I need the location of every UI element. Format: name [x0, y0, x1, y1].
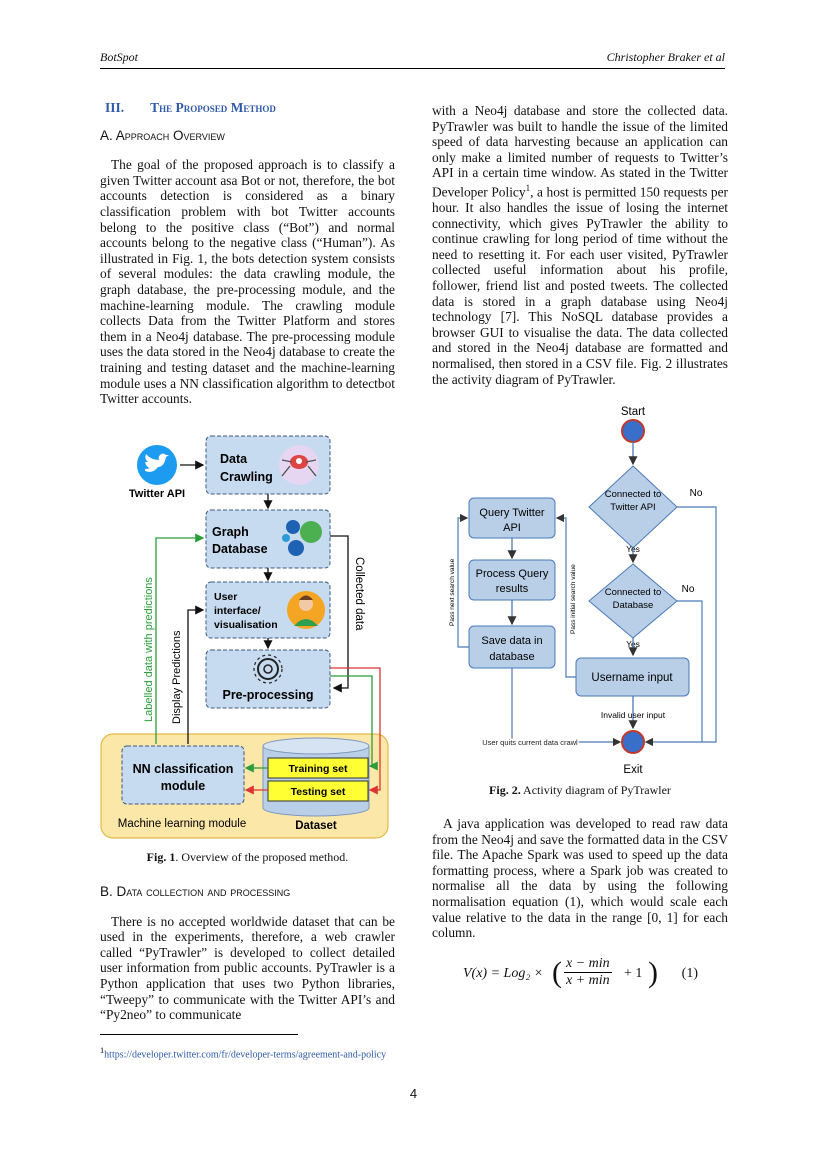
arrow-no-1 — [644, 506, 717, 747]
save-label-2: database — [489, 651, 534, 663]
figure-2-caption-label: Fig. 2. — [489, 783, 521, 797]
graph-database-label-2: Database — [212, 542, 268, 556]
nn-label-1: NN classification — [133, 762, 234, 776]
header-right: Christopher Braker et al — [606, 50, 725, 64]
footnote-rule — [100, 1034, 298, 1035]
java-text: A java application was developed to read… — [432, 816, 728, 941]
d1-label-1: Connected to — [605, 489, 662, 500]
gear-icon — [253, 654, 283, 684]
section-title: The Proposed Method — [150, 100, 276, 115]
figure-1-caption-label: Fig. 1 — [146, 850, 176, 864]
dataset-label: Dataset — [295, 820, 337, 832]
arrow-display-predictions — [187, 605, 205, 744]
spider-bot-icon — [279, 445, 319, 485]
exit-node — [621, 730, 645, 754]
equation-denominator: x + min — [566, 973, 610, 988]
arrow-pass-initial — [555, 513, 576, 678]
arrow-user-quits — [511, 668, 622, 747]
d1-label-2: Twitter API — [610, 502, 655, 513]
page-number: 4 — [409, 1086, 418, 1101]
pass-next-label: Pass next search value — [449, 558, 456, 626]
footnote-mark: 1 — [100, 1046, 105, 1055]
footnote-ref: 1 — [525, 182, 531, 193]
nn-label-2: module — [161, 779, 205, 793]
preprocessing-label: Pre-processing — [222, 688, 313, 702]
figure-2-caption-text: Activity diagram of PyTrawler — [520, 783, 671, 797]
d2-label-2: Database — [613, 600, 654, 611]
pytrawler-text-1: with a Neo4j database and store the coll… — [432, 103, 728, 200]
exit-label: Exit — [623, 764, 643, 776]
running-header: BotSpot Christopher Braker et al — [100, 50, 725, 69]
start-label: Start — [621, 406, 646, 418]
arrow-no-2 — [677, 600, 703, 742]
pytrawler-text-2: , a host is permitted 150 requests per h… — [432, 184, 728, 387]
nn-classification-box — [121, 745, 245, 805]
process-label-1: Process Query — [476, 568, 549, 580]
twitter-api-label: Twitter API — [129, 488, 185, 500]
paragraph-pytrawler: with a Neo4j database and store the coll… — [432, 103, 728, 387]
subsection-a-heading: A. Approach Overview — [100, 127, 225, 143]
training-set-label: Training set — [289, 763, 348, 775]
data-crawling-label-1: Data — [220, 452, 248, 466]
save-label-1: Save data in — [481, 635, 542, 647]
figure-1-caption-text: . Overview of the proposed method. — [175, 850, 349, 864]
process-label-2: results — [496, 583, 529, 595]
neo4j-graph-icon — [282, 520, 322, 556]
arrow-collected-data — [330, 535, 349, 693]
figure-2-caption: Fig. 2. Activity diagram of PyTrawler — [432, 783, 728, 798]
no-label-1: No — [690, 488, 703, 499]
figure-2-activity-diagram: Start Connected to Twitter API Yes Conne… — [449, 406, 717, 776]
section-b: B. Data collection and processing There … — [100, 884, 395, 1023]
arrow-pass-next — [457, 513, 469, 648]
paragraph-java: A java application was developed to read… — [432, 816, 728, 941]
equation-number: (1) — [681, 966, 698, 981]
equation-right-paren: ) — [648, 956, 658, 989]
collected-data-label: Collected data — [353, 557, 365, 631]
equation-left-paren: ( — [552, 956, 562, 989]
right-column: with a Neo4j database and store the coll… — [432, 103, 728, 387]
ui-label-1: User — [214, 591, 237, 603]
arrow-labelled-data — [155, 533, 205, 744]
footnote: 1https://developer.twitter.com/fr/develo… — [100, 1044, 395, 1062]
paragraph-approach: The goal of the proposed approach is to … — [100, 157, 395, 407]
user-avatar-icon — [287, 591, 325, 629]
equation-lhs: V(x) = Log₂ × — [463, 966, 544, 981]
display-predictions-label: Display Predictions — [171, 630, 183, 724]
arrow-preproc-to-testing — [330, 667, 381, 795]
equation-fraction: x − min x + min — [564, 956, 612, 989]
pass-initial-label: Pass initial search value — [570, 564, 577, 634]
testing-set-label: Testing set — [291, 786, 346, 798]
d2-label-1: Connected to — [605, 587, 662, 598]
start-node — [621, 419, 645, 443]
ui-label-2: interface/ — [214, 605, 261, 617]
paragraph-data-collection: There is no accepted worldwide dataset t… — [100, 913, 395, 1023]
ui-label-3: visualisation — [214, 619, 278, 631]
labelled-data-label: Labelled data with predictions — [143, 577, 155, 722]
user-quits-label: User quits current data crawl — [482, 738, 578, 747]
arrow-preproc-to-training — [330, 675, 378, 771]
left-column: III. The Proposed Method A. Approach Over… — [100, 100, 395, 407]
invalid-input-label: Invalid user input — [601, 710, 666, 720]
figure-1-diagram: Twitter API Data Crawling Graph Database… — [100, 435, 389, 839]
graph-database-label-1: Graph — [212, 525, 249, 539]
header-rule — [100, 68, 725, 69]
data-crawling-label-2: Crawling — [220, 470, 273, 484]
equation-tail: + 1 — [624, 966, 643, 981]
footnote-link[interactable]: https://developer.twitter.com/fr/develop… — [104, 1049, 387, 1061]
no-label-2: No — [682, 584, 695, 595]
section-heading: III. The Proposed Method — [105, 100, 395, 116]
query-label-2: API — [503, 522, 521, 534]
equation-numerator: x − min — [564, 956, 612, 973]
twitter-api-icon — [137, 445, 177, 485]
figure-1-caption: Fig. 1. Overview of the proposed method. — [100, 850, 395, 865]
section-number: III. — [105, 100, 125, 115]
header-left: BotSpot — [100, 50, 138, 64]
username-input-label: Username input — [591, 672, 673, 684]
testing-set-box — [267, 780, 369, 802]
ml-module-label: Machine learning module — [118, 818, 247, 830]
query-label-1: Query Twitter — [479, 507, 545, 519]
subsection-b-heading: B. Data collection and processing — [100, 884, 291, 899]
